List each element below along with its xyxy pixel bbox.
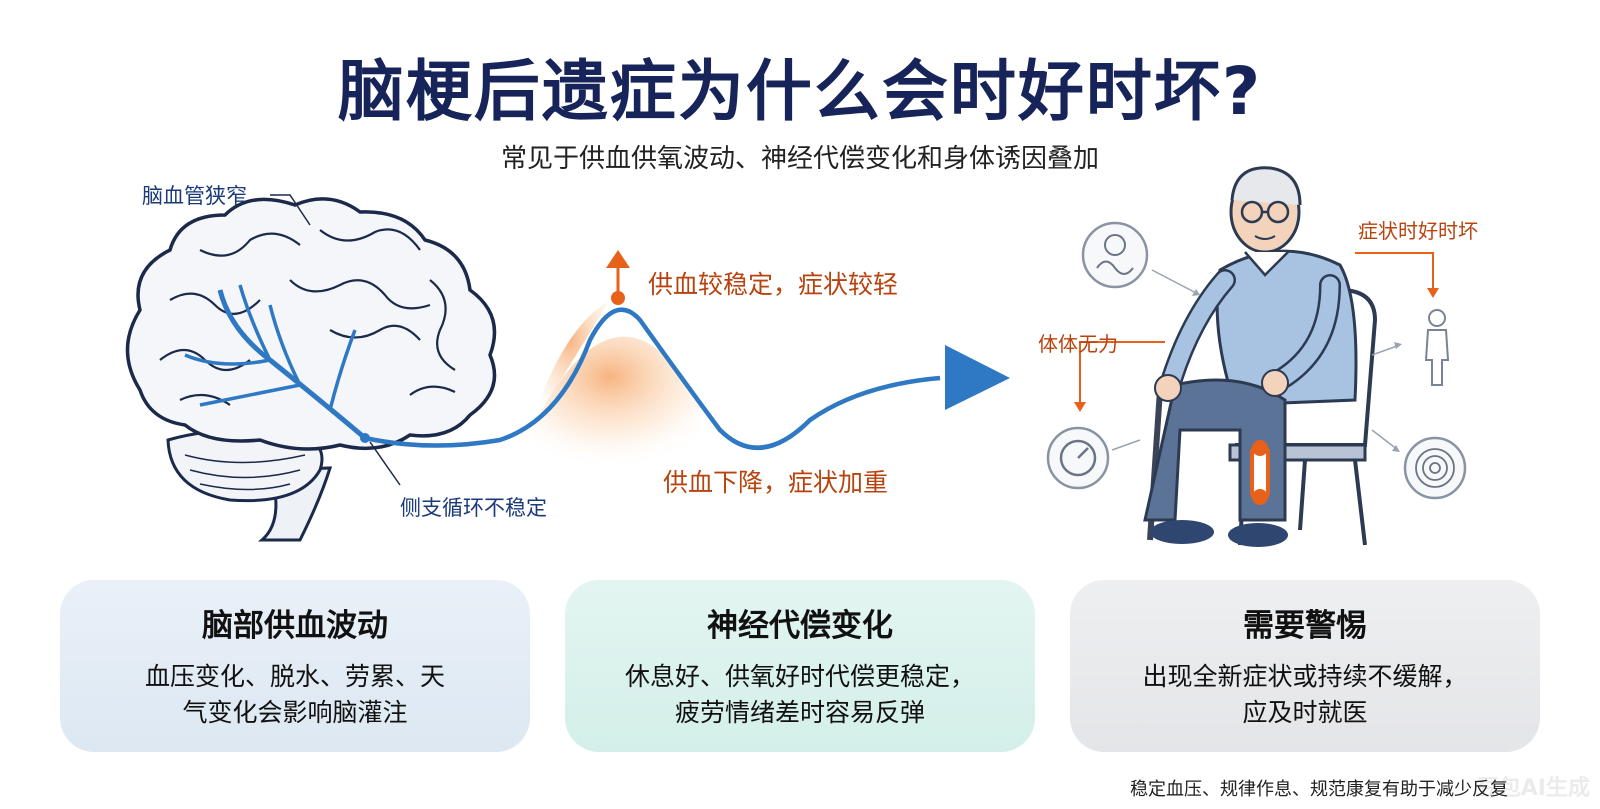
card-neural-compensation: 神经代偿变化 休息好、供氧好时代偿更稳定， 疲劳情绪差时容易反弹 [565, 580, 1035, 752]
page-title: 脑梗后遗症为什么会时好时坏? [337, 53, 1263, 130]
card-title: 需要警惕 [1243, 608, 1367, 644]
peak-marker [611, 291, 625, 305]
brain-icon [125, 197, 497, 542]
spiral-circle-icon [1403, 436, 1467, 500]
card-title: 神经代偿变化 [707, 608, 893, 644]
peak-glow [520, 336, 700, 470]
label-weakness: 体体无力 [1038, 332, 1118, 356]
timer-circle-icon [1046, 426, 1110, 490]
card-body: 休息好、供氧好时代偿更稳定， 疲劳情绪差时容易反弹 [565, 659, 1035, 731]
person-standing-icon [1424, 309, 1450, 386]
card-line: 应及时就医 [1242, 698, 1368, 727]
card-blood-supply: 脑部供血波动 血压变化、脱水、劳累、天 气变化会影响脑灌注 [60, 580, 530, 752]
brain-wave-circle-icon [1081, 221, 1149, 289]
arrow-right-icon [945, 345, 1010, 410]
card-warning: 需要警惕 出现全新症状或持续不缓解， 应及时就医 [1070, 580, 1540, 752]
footer-note: 稳定血压、规律作息、规范康复有助于减少反复 [1130, 779, 1508, 800]
card-line: 血压变化、脱水、劳累、天 [144, 662, 445, 691]
blood-flow-wave [364, 307, 941, 451]
card-line: 休息好、供氧好时代偿更稳定， [624, 662, 975, 691]
card-body: 血压变化、脱水、劳累、天 气变化会影响脑灌注 [60, 659, 530, 731]
card-body: 出现全新症状或持续不缓解， 应及时就医 [1070, 659, 1540, 731]
card-line: 气变化会影响脑灌注 [182, 698, 408, 727]
card-line: 疲劳情绪差时容易反弹 [674, 698, 925, 727]
card-line: 出现全新症状或持续不缓解， [1142, 662, 1468, 691]
page-subtitle: 常见于供血供氧波动、神经代偿变化和身体诱因叠加 [500, 144, 1099, 174]
label-fluctuate: 症状时好时坏 [1358, 219, 1478, 243]
arrow-up-icon [606, 250, 630, 268]
label-supply-drop: 供血下降，症状加重 [663, 468, 889, 497]
label-stable-supply: 供血较稳定，症状较轻 [648, 270, 899, 299]
label-vessel-narrow: 脑血管狭窄 [142, 184, 247, 208]
elderly-man-icon [1143, 166, 1378, 547]
watermark: 豆包AI生成 [1476, 776, 1590, 801]
card-title: 脑部供血波动 [202, 608, 388, 644]
label-collateral: 侧支循环不稳定 [400, 496, 547, 520]
